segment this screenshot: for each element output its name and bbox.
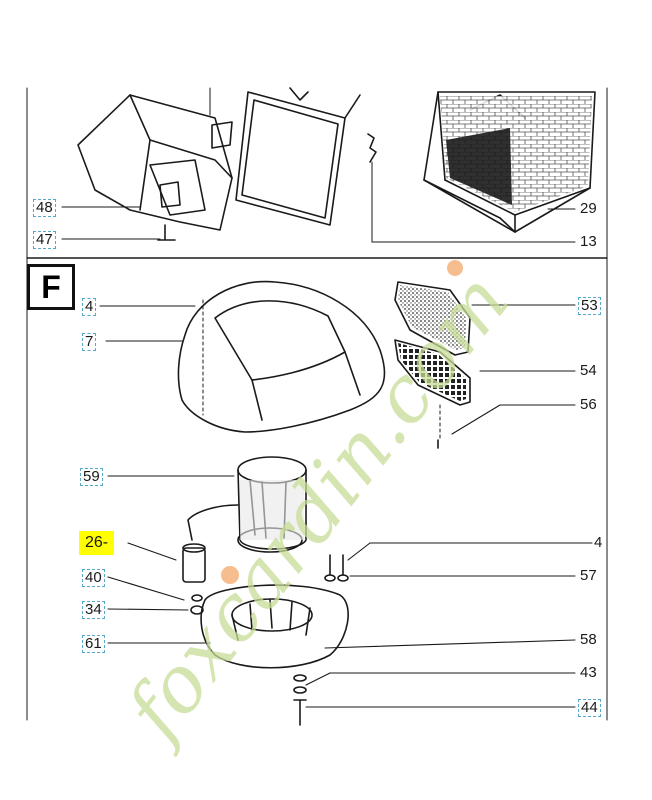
grille-part bbox=[394, 339, 471, 449]
top-housing-part bbox=[77, 87, 233, 241]
section-label: F bbox=[27, 264, 75, 310]
callout-56: 56 bbox=[580, 396, 597, 413]
frame-panel-part bbox=[235, 87, 361, 226]
callout-57: 57 bbox=[580, 567, 597, 584]
callout-48: 48 bbox=[33, 199, 56, 217]
callout-58: 58 bbox=[580, 631, 597, 648]
callout-13: 13 bbox=[580, 233, 597, 250]
callout-34: 34 bbox=[82, 601, 105, 619]
clip-part bbox=[367, 133, 377, 163]
capacitor-part bbox=[182, 543, 206, 615]
callout-59: 59 bbox=[80, 468, 103, 486]
screws-part bbox=[293, 554, 349, 726]
callout-54: 54 bbox=[580, 362, 597, 379]
watermark-graphic bbox=[221, 260, 463, 584]
callout-4-right: 4 bbox=[594, 534, 603, 551]
fan-base-part bbox=[200, 584, 349, 669]
motor-cover-part bbox=[177, 280, 386, 433]
callout-26-highlighted: 26- bbox=[79, 531, 115, 555]
callout-7: 7 bbox=[82, 333, 97, 351]
callout-53: 53 bbox=[578, 297, 601, 315]
callout-44: 44 bbox=[578, 699, 601, 717]
filter-part bbox=[394, 281, 471, 356]
callout-47: 47 bbox=[33, 231, 56, 249]
callout-40: 40 bbox=[82, 569, 105, 587]
callout-43: 43 bbox=[580, 664, 597, 681]
callout-4-top: 4 bbox=[82, 298, 97, 316]
callout-29: 29 bbox=[580, 200, 597, 217]
callout-61: 61 bbox=[82, 635, 105, 653]
